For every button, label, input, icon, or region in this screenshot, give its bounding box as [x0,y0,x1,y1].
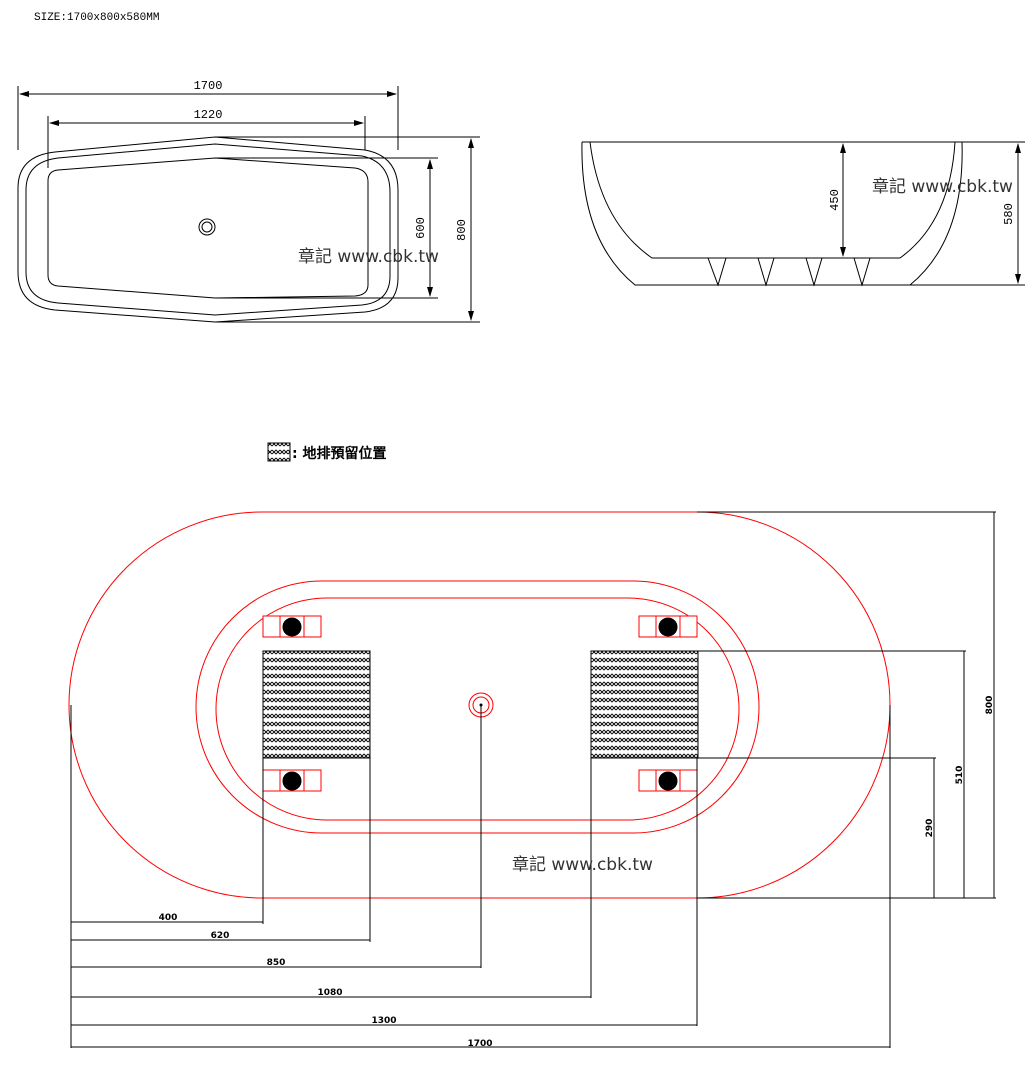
foot-marker-bottom-right [638,769,698,792]
floor-basin-outline [215,597,740,821]
dim-y-800-label: 800 [985,696,995,715]
dim-800-label: 800 [455,219,469,241]
foot-marker-bottom-left [262,769,322,792]
dim-x-620-label: 620 [211,931,230,941]
dim-y-510-label: 510 [955,766,965,785]
tub-basin-outline [47,157,369,299]
hatch-legend-swatch [267,442,291,462]
top-view [17,86,480,323]
legend-label: : 地排預留位置 [292,445,386,462]
foot-2 [757,257,775,287]
watermark-side: 章記 www.cbk.tw [872,177,1013,197]
dim-y-290-label: 290 [925,819,935,838]
size-label: SIZE:1700x800x580MM [34,12,159,24]
watermark-floor: 章記 www.cbk.tw [512,855,653,875]
floor-plan [68,511,996,1048]
foot-marker-top-right [638,615,698,638]
dim-x-1700-label: 1700 [467,1039,492,1049]
foot-3 [805,257,823,287]
dim-580-label: 580 [1002,203,1016,225]
side-view [581,141,1025,287]
dim-1220-label: 1220 [194,108,223,122]
foot-marker-top-left [262,615,322,638]
dim-1700-label: 1700 [194,79,223,93]
tub-outer-outline [17,136,399,323]
dim-x-1080-label: 1080 [317,988,342,998]
top-drain-icon [198,218,216,236]
drain-zone-right [590,650,699,759]
foot-1 [707,257,727,287]
dim-x-1300-label: 1300 [371,1016,396,1026]
tub-rim-outline [25,143,391,316]
watermark-top: 章記 www.cbk.tw [298,247,439,267]
dim-x-850-label: 850 [267,958,286,968]
floor-rim-outline [195,580,760,834]
foot-4 [853,257,871,287]
drain-zone-left [262,650,371,759]
dim-450-label: 450 [828,189,842,211]
dim-600-label: 600 [414,217,428,239]
dim-x-400-label: 400 [159,913,178,923]
